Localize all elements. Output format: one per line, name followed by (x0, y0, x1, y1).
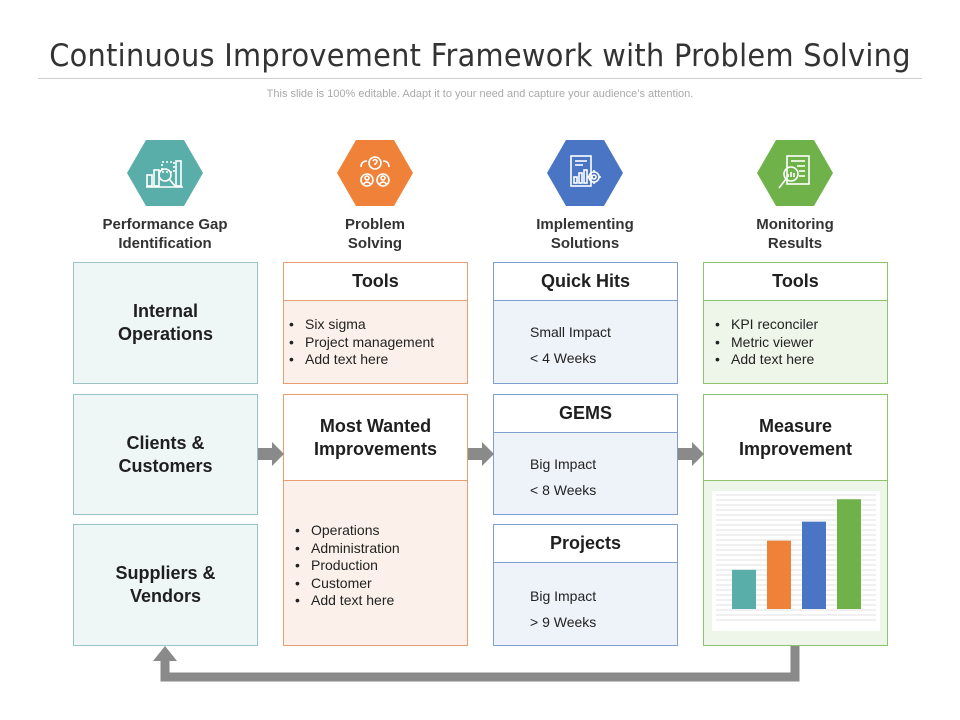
improvements-list: Operations Administration Production Cus… (292, 522, 400, 610)
monitoring-report-magnifier-icon (778, 155, 810, 189)
page-subtitle: This slide is 100% editable. Adapt it to… (266, 88, 694, 100)
quick-hits-weeks: < 4 Weeks (530, 350, 597, 366)
projects-panel: Projects Big Impact > 9 Weeks (493, 524, 678, 646)
monitoring-tools-list: KPI reconciler Metric viewer Add text he… (712, 316, 818, 369)
list-item: Add text here (712, 351, 818, 369)
chart-bar (732, 569, 756, 609)
chart-bar (767, 540, 791, 609)
column-1-hexagon (127, 140, 203, 206)
gems-impact: Big Impact (530, 456, 597, 472)
monitoring-tools-title: Tools (704, 263, 887, 301)
measure-improvement-title: Measure Improvement (704, 395, 887, 481)
column-title-monitoring-results: Monitoring Results (756, 216, 834, 252)
column-4-hexagon (757, 140, 833, 206)
quick-hits-title: Quick Hits (494, 263, 677, 301)
column-2-hexagon (337, 140, 413, 206)
suppliers-vendors-box: Suppliers & Vendors (73, 524, 258, 646)
column-title-implementing-solutions: Implementing Solutions (536, 216, 634, 252)
arrow-right-icon (678, 442, 704, 466)
tools-panel-title: Tools (284, 263, 467, 301)
chart-bar (802, 521, 826, 609)
performance-chart-magnifier-icon (146, 160, 183, 188)
tools-panel-problem-solving: Tools Six sigma Project management Add t… (283, 262, 468, 384)
column-title-problem-solving: Problem Solving (344, 216, 405, 252)
list-item: Administration (292, 540, 400, 558)
projects-impact: Big Impact (530, 588, 597, 604)
implementation-document-gear-icon (570, 155, 601, 187)
column-title-performance-gap: Performance Gap Identification (102, 216, 228, 252)
arrow-right-icon (468, 442, 494, 466)
tools-panel-monitoring: Tools KPI reconciler Metric viewer Add t… (703, 262, 888, 384)
arrow-right-icon (258, 442, 284, 466)
problem-solving-people-icon (360, 156, 390, 187)
most-wanted-improvements-panel: Most Wanted Improvements Operations Admi… (283, 394, 468, 646)
gems-weeks: < 8 Weeks (530, 482, 597, 498)
improvement-bar-chart (712, 491, 880, 631)
list-item: Project management (286, 334, 434, 352)
gems-panel: GEMS Big Impact < 8 Weeks (493, 394, 678, 515)
projects-title: Projects (494, 525, 677, 563)
chart-bar (837, 499, 861, 609)
quick-hits-panel: Quick Hits Small Impact < 4 Weeks (493, 262, 678, 384)
list-item: Production (292, 557, 400, 575)
tools-list: Six sigma Project management Add text he… (286, 316, 434, 369)
title-divider (38, 78, 922, 79)
list-item: Add text here (286, 351, 434, 369)
list-item: Operations (292, 522, 400, 540)
projects-weeks: > 9 Weeks (530, 614, 597, 630)
quick-hits-impact: Small Impact (530, 324, 611, 340)
list-item: Customer (292, 575, 400, 593)
clients-customers-box: Clients & Customers (73, 394, 258, 515)
page-title: Continuous Improvement Framework with Pr… (49, 38, 911, 74)
list-item: Six sigma (286, 316, 434, 334)
list-item: Add text here (292, 592, 400, 610)
most-wanted-improvements-title: Most Wanted Improvements (284, 395, 467, 481)
measure-improvement-panel: Measure Improvement (703, 394, 888, 646)
gems-title: GEMS (494, 395, 677, 433)
internal-operations-box: Internal Operations (73, 262, 258, 384)
feedback-loop-arrow-icon (153, 646, 800, 682)
list-item: Metric viewer (712, 334, 818, 352)
list-item: KPI reconciler (712, 316, 818, 334)
column-3-hexagon (547, 140, 623, 206)
